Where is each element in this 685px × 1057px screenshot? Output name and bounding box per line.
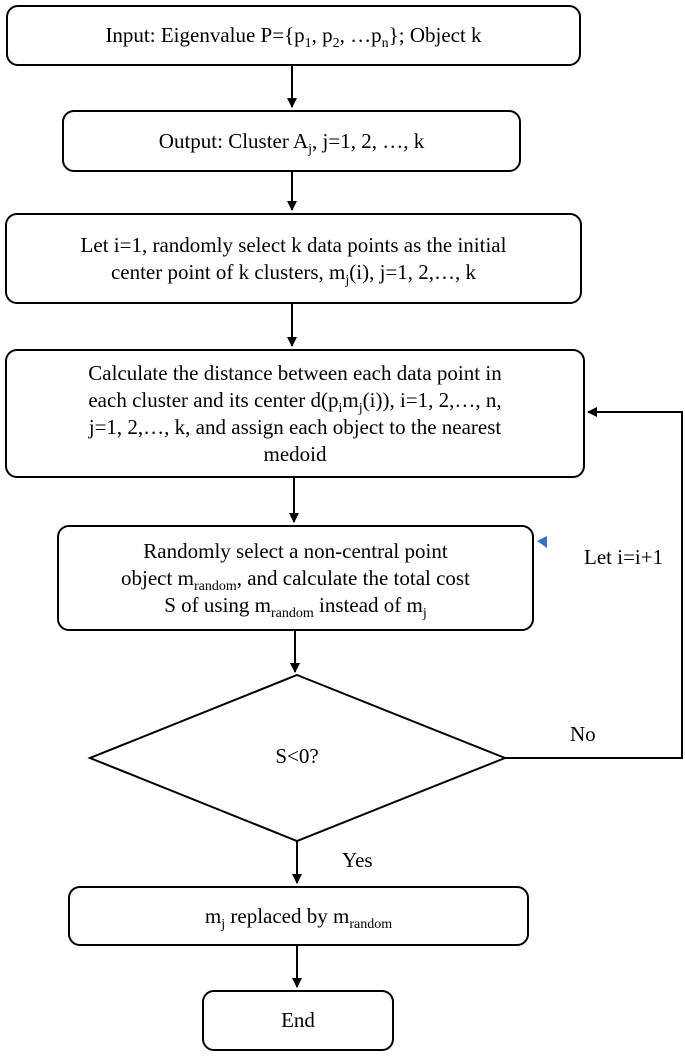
select-line-2: object mrandom, and calculate the total …: [121, 565, 470, 594]
calc-line-4: medoid: [263, 441, 327, 466]
decision-text: S<0?: [275, 744, 319, 768]
select-line-1: Randomly select a non-central point: [143, 538, 448, 563]
output-text: Output: Cluster Aj, j=1, 2, …, k: [158, 128, 425, 157]
input-box: Input: Eigenvalue P={p1, p2, …pn}; Objec…: [6, 5, 581, 66]
calc-line-2: each cluster and its center d(pimj(i)), …: [88, 387, 502, 416]
calc-line-1: Calculate the distance between each data…: [88, 360, 502, 385]
init-box: Let i=1, randomly select k data points a…: [5, 213, 582, 304]
label-no: No: [570, 722, 596, 746]
replace-text: mj replaced by mrandom: [204, 903, 393, 932]
arrow-no-loop: [505, 407, 683, 759]
calc-line-3: j=1, 2,…, k, and assign each object to t…: [88, 414, 502, 439]
end-box: End: [202, 990, 394, 1051]
end-text: End: [281, 1008, 315, 1032]
select-box: Randomly select a non-central point obje…: [57, 525, 534, 631]
label-yes: Yes: [342, 848, 373, 872]
select-line-3: S of using mrandom instead of mj: [164, 592, 427, 621]
calc-box: Calculate the distance between each data…: [5, 349, 585, 478]
input-text: Input: Eigenvalue P={p1, p2, …pn}; Objec…: [105, 23, 482, 51]
replace-box: mj replaced by mrandom: [68, 886, 529, 946]
init-line-1: Let i=1, randomly select k data points a…: [80, 232, 507, 257]
output-box: Output: Cluster Aj, j=1, 2, …, k: [62, 110, 521, 172]
label-loop: Let i=i+1: [584, 545, 664, 569]
corner-marker: [537, 536, 547, 548]
init-line-2: center point of k clusters, mj(i), j=1, …: [110, 259, 477, 288]
